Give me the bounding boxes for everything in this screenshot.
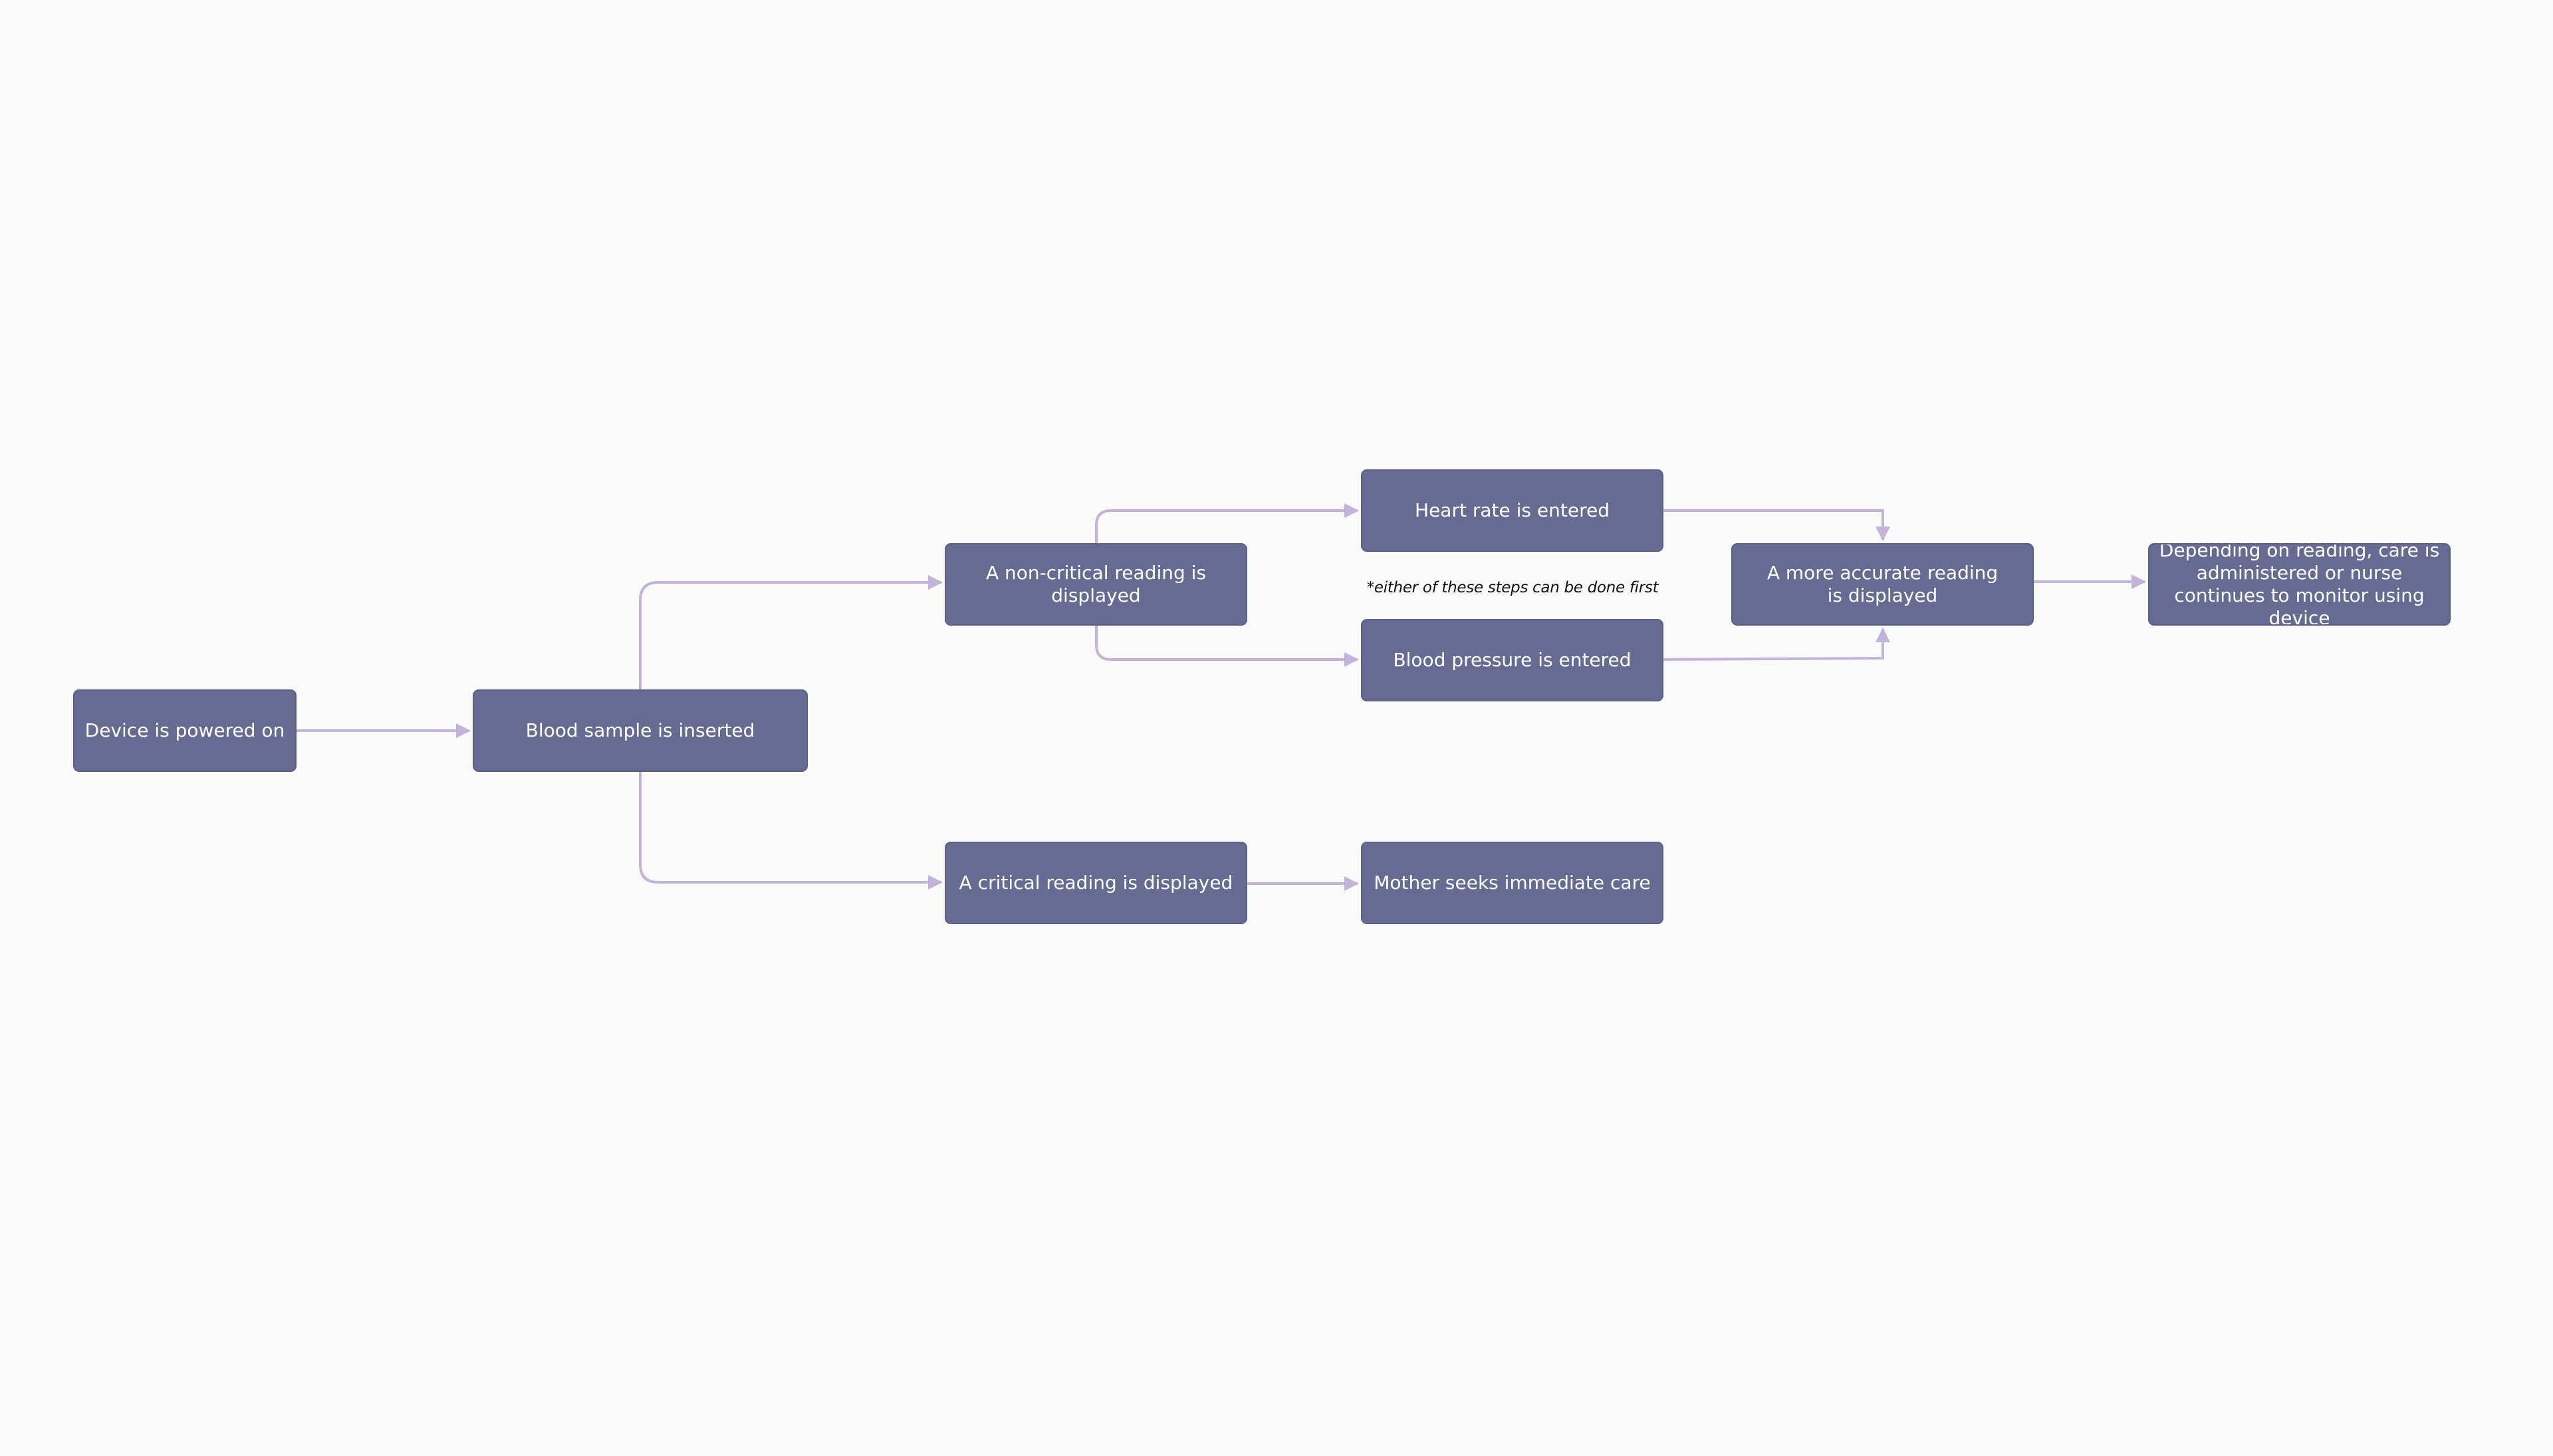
node-label: Mother seeks immediate care [1374,872,1651,894]
node-label: Blood pressure is entered [1393,649,1632,671]
node-label: A non-critical reading is displayed [985,562,1207,606]
node-non-critical-reading: A non-critical reading is displayed [945,543,1247,626]
node-label: Heart rate is entered [1415,499,1610,521]
node-blood-sample-inserted: Blood sample is inserted [473,689,808,772]
edge-noncritical-to-heartrate [1095,503,1359,543]
node-care-or-monitor: Depending on reading, care is administer… [2148,543,2451,626]
node-label: Depending on reading, care is administer… [2159,543,2440,626]
edge-heartrate-to-accurate [1663,509,1890,541]
edge-sample-to-noncritical [639,575,943,689]
node-heart-rate-entered: Heart rate is entered [1361,469,1663,552]
edge-sample-to-critical [639,772,943,890]
node-mother-seeks-care: Mother seeks immediate care [1361,842,1663,924]
node-label: A more accurate reading is displayed [1766,562,1999,606]
node-label: Device is powered on [84,719,285,741]
edge-bloodpressure-to-accurate [1663,628,1890,661]
order-note: *either of these steps can be done first [1366,579,1659,596]
node-blood-pressure-entered: Blood pressure is entered [1361,619,1663,701]
node-label: Blood sample is inserted [525,719,755,741]
node-critical-reading: A critical reading is displayed [945,842,1247,924]
node-more-accurate-reading: A more accurate reading is displayed [1731,543,2034,626]
edge-noncritical-to-bloodpressure [1095,626,1359,667]
node-device-powered-on: Device is powered on [73,689,297,772]
node-label: A critical reading is displayed [959,872,1233,894]
